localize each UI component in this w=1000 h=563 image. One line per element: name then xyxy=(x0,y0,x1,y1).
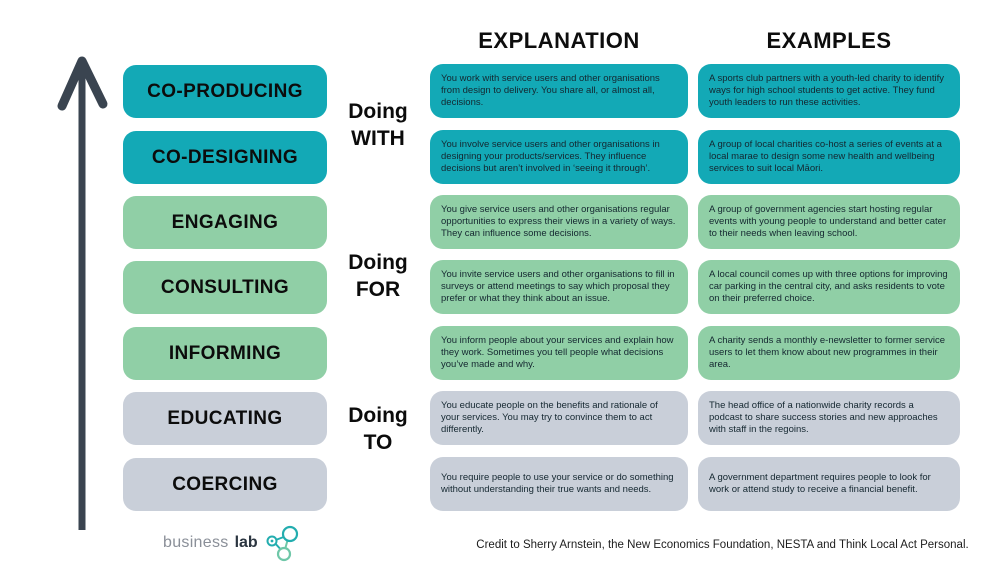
group-label-doing-to: Doing TO xyxy=(348,404,408,454)
business-lab-molecule-icon xyxy=(266,525,298,562)
explanation-co-designing: You involve service users and other orga… xyxy=(430,130,688,184)
column-header-examples: EXAMPLES xyxy=(766,28,892,53)
ladder-level-co-designing: CO-DESIGNING xyxy=(123,131,327,184)
ladder-level-consulting: CONSULTING xyxy=(123,261,327,314)
ladder-level-coercing: COERCING xyxy=(123,458,327,511)
example-text: A sports club partners with a youth-led … xyxy=(709,73,944,108)
level-label: CO-PRODUCING xyxy=(147,80,303,102)
ladder-level-educating: EDUCATING xyxy=(123,392,327,445)
explanation-text: You involve service users and other orga… xyxy=(441,139,660,174)
group-label-doing-with: Doing WITH xyxy=(348,100,408,150)
business-lab-logo: business lab xyxy=(163,524,302,562)
explanation-text: You require people to use your service o… xyxy=(441,472,674,495)
explanation-engaging: You give service users and other organis… xyxy=(430,195,688,249)
example-text: The head office of a nationwide charity … xyxy=(709,400,938,435)
example-text: A government department requires people … xyxy=(709,472,931,495)
explanation-educating: You educate people on the benefits and r… xyxy=(430,391,688,445)
level-label: EDUCATING xyxy=(167,407,283,429)
ladder-level-informing: INFORMING xyxy=(123,327,327,380)
explanation-text: You give service users and other organis… xyxy=(441,204,676,239)
example-text: A local council comes up with three opti… xyxy=(709,269,948,304)
logo-word-business: business xyxy=(163,534,229,551)
example-text: A group of government agencies start hos… xyxy=(709,204,947,239)
explanation-text: You inform people about your services an… xyxy=(441,335,674,370)
explanation-informing: You inform people about your services an… xyxy=(430,326,688,380)
group-label-doing-for: Doing FOR xyxy=(348,251,408,301)
explanation-text: You educate people on the benefits and r… xyxy=(441,400,658,435)
level-label: INFORMING xyxy=(168,342,282,364)
ladder-level-co-producing: CO-PRODUCING xyxy=(123,65,327,118)
explanation-text: You work with service users and other or… xyxy=(441,73,660,108)
example-text: A charity sends a monthly e-newsletter t… xyxy=(709,335,946,370)
upward-arrow-icon xyxy=(57,56,108,530)
example-consulting: A local council comes up with three opti… xyxy=(698,260,960,314)
explanation-co-producing: You work with service users and other or… xyxy=(430,64,688,118)
example-text: A group of local charities co-host a ser… xyxy=(709,139,942,174)
example-educating: The head office of a nationwide charity … xyxy=(698,391,960,445)
level-label: COERCING xyxy=(172,473,278,495)
ladder-level-engaging: ENGAGING xyxy=(123,196,327,249)
level-label: ENGAGING xyxy=(171,211,279,233)
explanation-text: You invite service users and other organ… xyxy=(441,269,675,304)
level-label: CONSULTING xyxy=(160,276,290,298)
logo-word-lab: lab xyxy=(234,534,258,551)
example-engaging: A group of government agencies start hos… xyxy=(698,195,960,249)
explanation-consulting: You invite service users and other organ… xyxy=(430,260,688,314)
example-co-producing: A sports club partners with a youth-led … xyxy=(698,64,960,118)
example-co-designing: A group of local charities co-host a ser… xyxy=(698,130,960,184)
level-label: CO-DESIGNING xyxy=(151,146,299,168)
column-header-explanation: EXPLANATION xyxy=(478,28,640,53)
credit-line: Credit to Sherry Arnstein, the New Econo… xyxy=(476,539,969,551)
example-coercing: A government department requires people … xyxy=(698,457,960,511)
explanation-coercing: You require people to use your service o… xyxy=(430,457,688,511)
example-informing: A charity sends a monthly e-newsletter t… xyxy=(698,326,960,380)
